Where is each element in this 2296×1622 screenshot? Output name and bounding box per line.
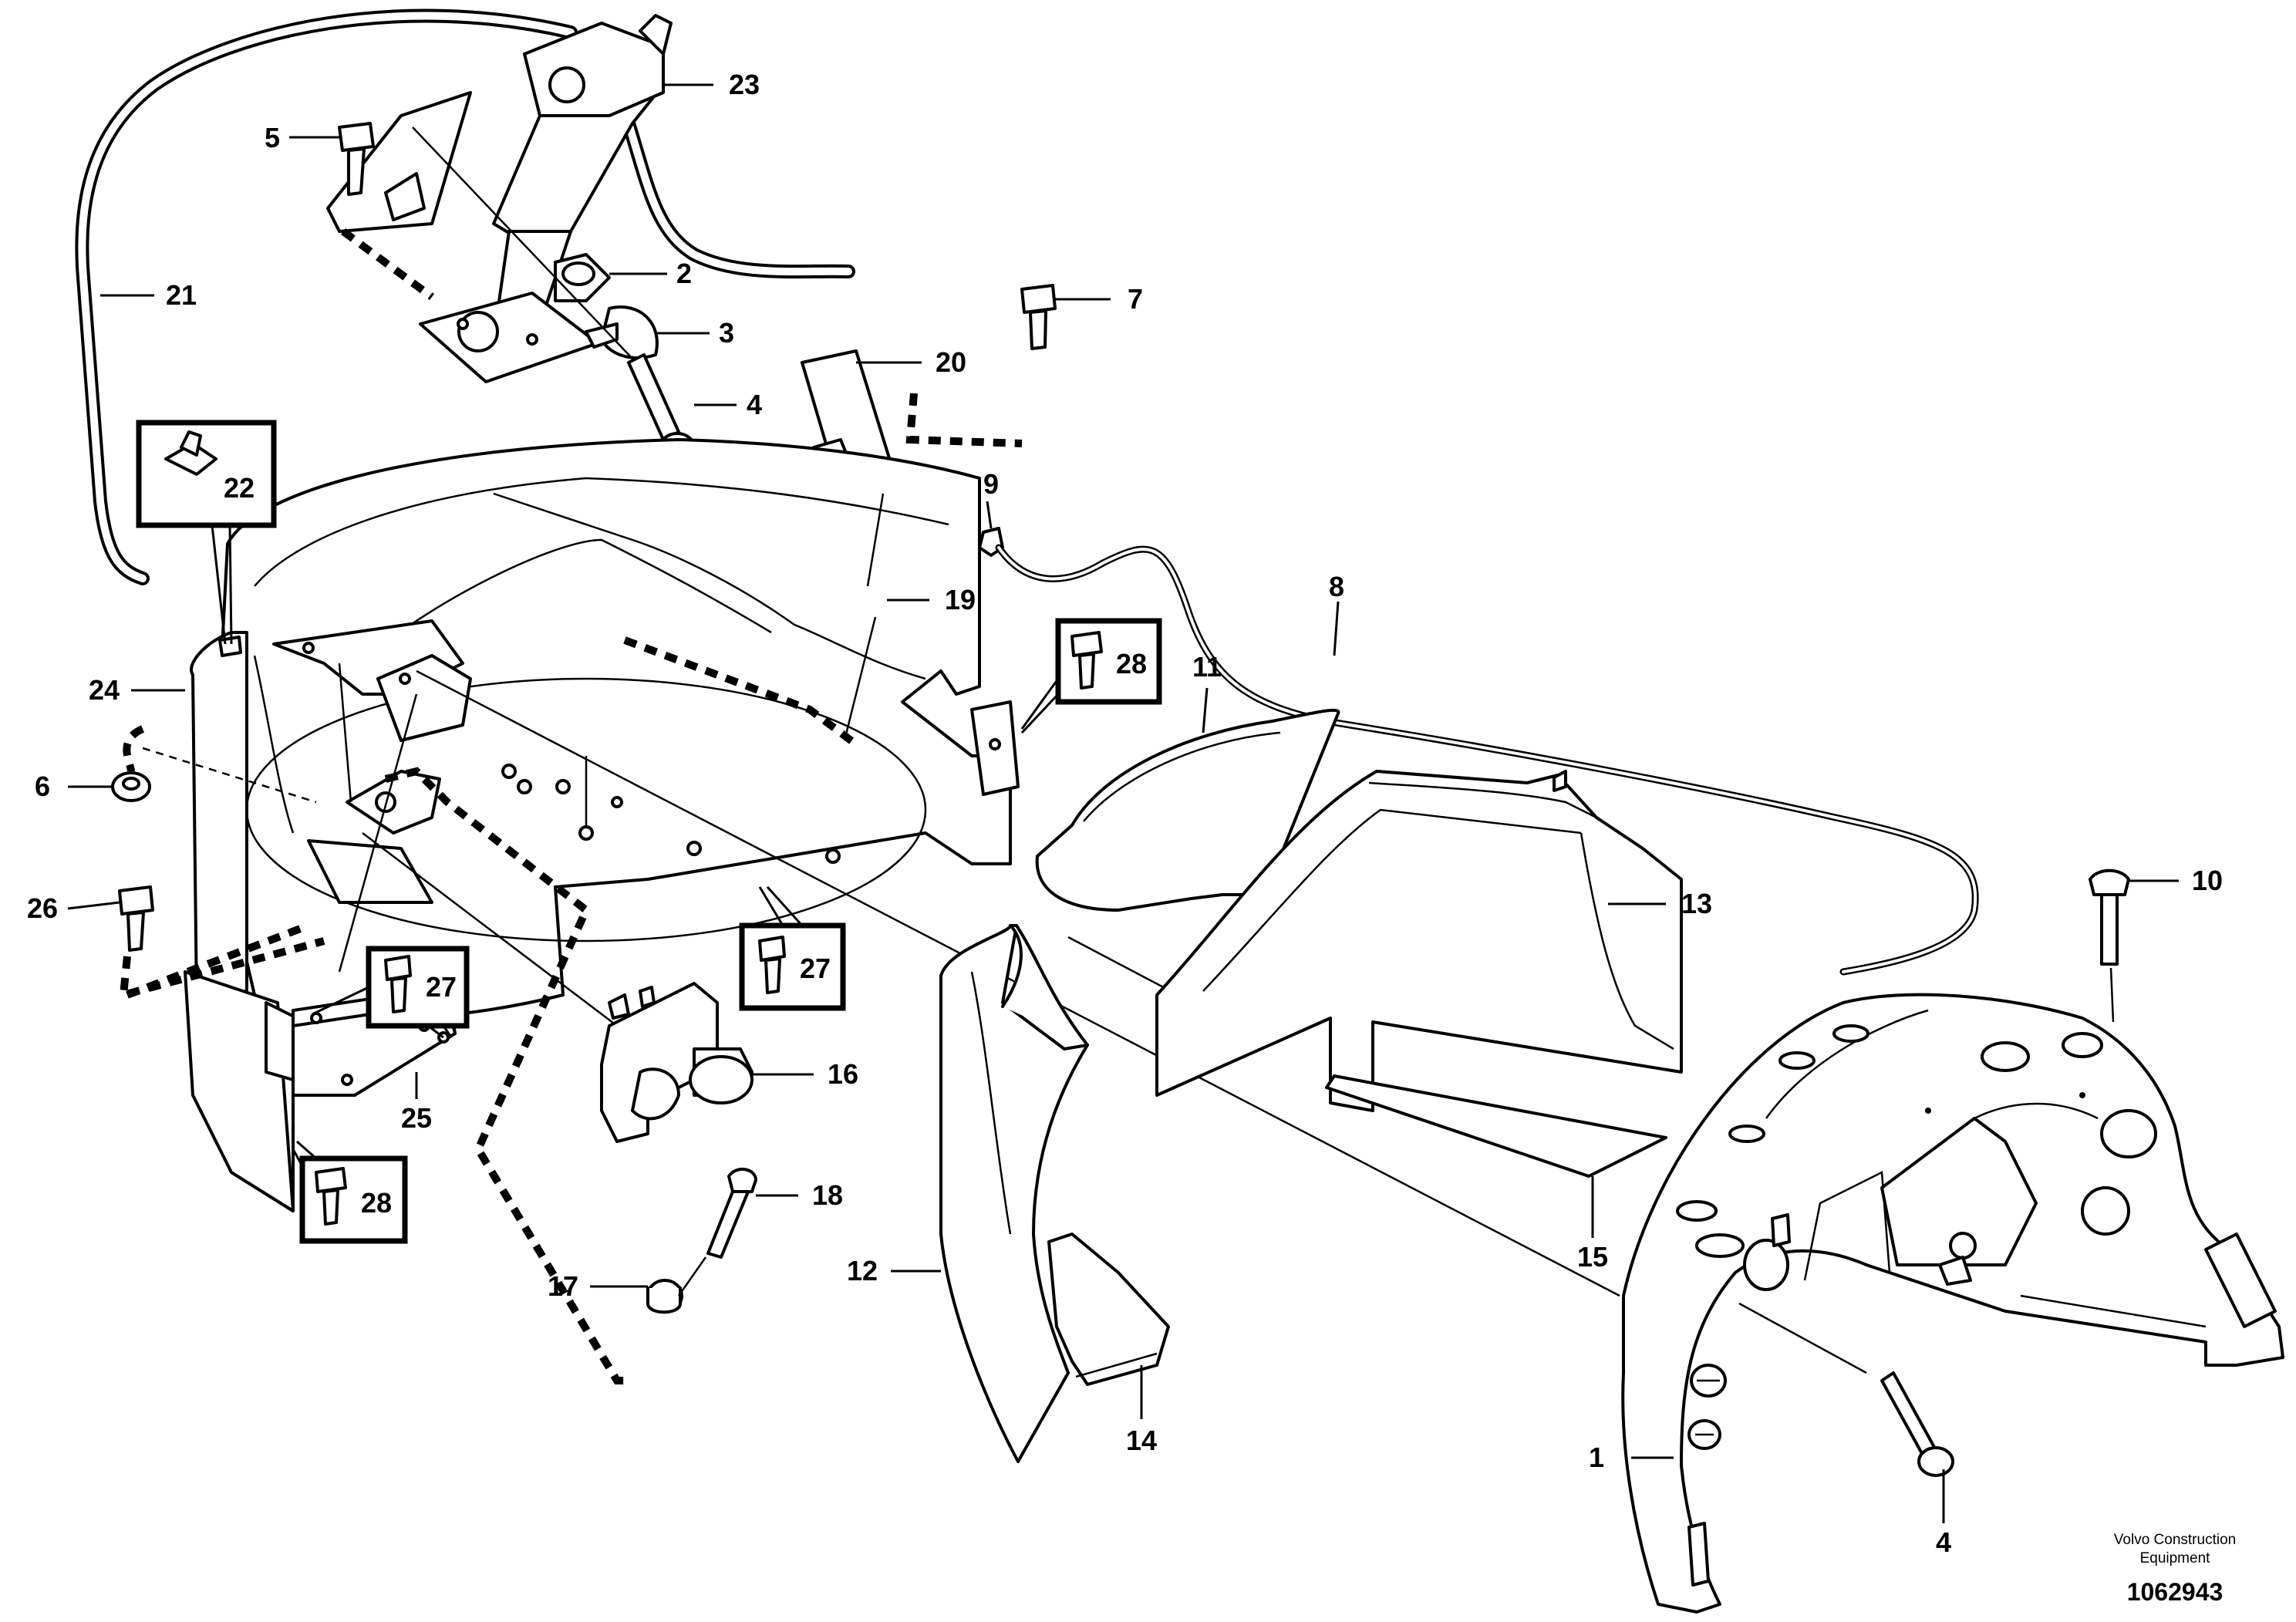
brand-line-2: Equipment: [2140, 1550, 2211, 1566]
housing-left-panel: [184, 631, 298, 1212]
panel-11: [1035, 687, 1340, 912]
label-25: 25: [401, 1102, 432, 1134]
label-16: 16: [828, 1058, 858, 1090]
label-28-left: 28: [361, 1187, 392, 1219]
label-9: 9: [983, 468, 999, 500]
bolt-18: [706, 1168, 798, 1259]
label-15: 15: [1577, 1241, 1608, 1273]
reservoir-bracket: [419, 292, 599, 383]
label-10: 10: [2192, 865, 2223, 896]
bracket-5: [326, 91, 472, 233]
label-22: 22: [224, 472, 255, 504]
brand-block: Volvo Construction Equipment 1062943: [2114, 1532, 2236, 1606]
label-26: 26: [27, 892, 58, 924]
label-23: 23: [729, 69, 760, 100]
bolt-5: [289, 122, 375, 196]
callout-box-22: [136, 420, 277, 645]
bolt-10: [2089, 868, 2179, 966]
callout-box-28-right: [1020, 618, 1162, 734]
callout-box-27-right: [739, 885, 846, 1011]
fender-1: [1621, 993, 2284, 1614]
label-6: 6: [35, 771, 50, 802]
label-13: 13: [1681, 888, 1712, 919]
label-5: 5: [265, 122, 280, 153]
bolt-26: [67, 885, 154, 952]
strip-15: [1325, 1074, 1667, 1238]
label-20: 20: [936, 346, 966, 378]
hose-21: [75, 8, 578, 585]
housing-inner-bracket: [272, 619, 472, 742]
label-12: 12: [847, 1255, 878, 1286]
label-1: 1: [1589, 1442, 1604, 1473]
housing-24: [217, 438, 1012, 1020]
label-14: 14: [1126, 1425, 1157, 1456]
label-4-bottom: 4: [1936, 1526, 1951, 1558]
motor-16: [600, 982, 814, 1143]
housing-floor-bracket: [307, 770, 441, 904]
hose-washer-outlet: [622, 116, 855, 279]
panel-13: [1155, 770, 1683, 1112]
label-27-left: 27: [426, 971, 457, 1003]
bolt-7: [1020, 284, 1057, 350]
label-28-right: 28: [1116, 648, 1147, 679]
nut-6: [68, 771, 151, 802]
clip-3: [585, 305, 659, 359]
label-17: 17: [548, 1270, 578, 1302]
housing-end-bracket: [970, 700, 1020, 796]
part-labels: 1 2 3 4 4 5 6 7 8 9 10 11 12 13 14 15 16…: [27, 69, 2223, 1558]
label-4-top: 4: [747, 389, 762, 420]
bolt-4-bottom: [1880, 1371, 1954, 1523]
panel-12: [891, 924, 1089, 1463]
nut-17: [590, 1279, 683, 1314]
piece-14: [1047, 1233, 1170, 1419]
label-21: 21: [166, 279, 197, 311]
label-3: 3: [719, 317, 734, 349]
label-8: 8: [1329, 571, 1344, 602]
callout-box-28-left: [292, 1140, 408, 1244]
label-27-right: 27: [800, 953, 831, 984]
cable-8: [995, 544, 1979, 976]
label-7: 7: [1128, 283, 1143, 315]
clip-2: [554, 253, 611, 302]
callout-box-27-left: [312, 946, 470, 1039]
label-19: 19: [945, 584, 976, 615]
label-24: 24: [89, 674, 120, 706]
label-11: 11: [1192, 651, 1222, 683]
label-2: 2: [676, 258, 692, 289]
label-18: 18: [812, 1179, 843, 1211]
brand-line-1: Volvo Construction: [2114, 1532, 2236, 1548]
document-number: 1062943: [2127, 1578, 2224, 1606]
